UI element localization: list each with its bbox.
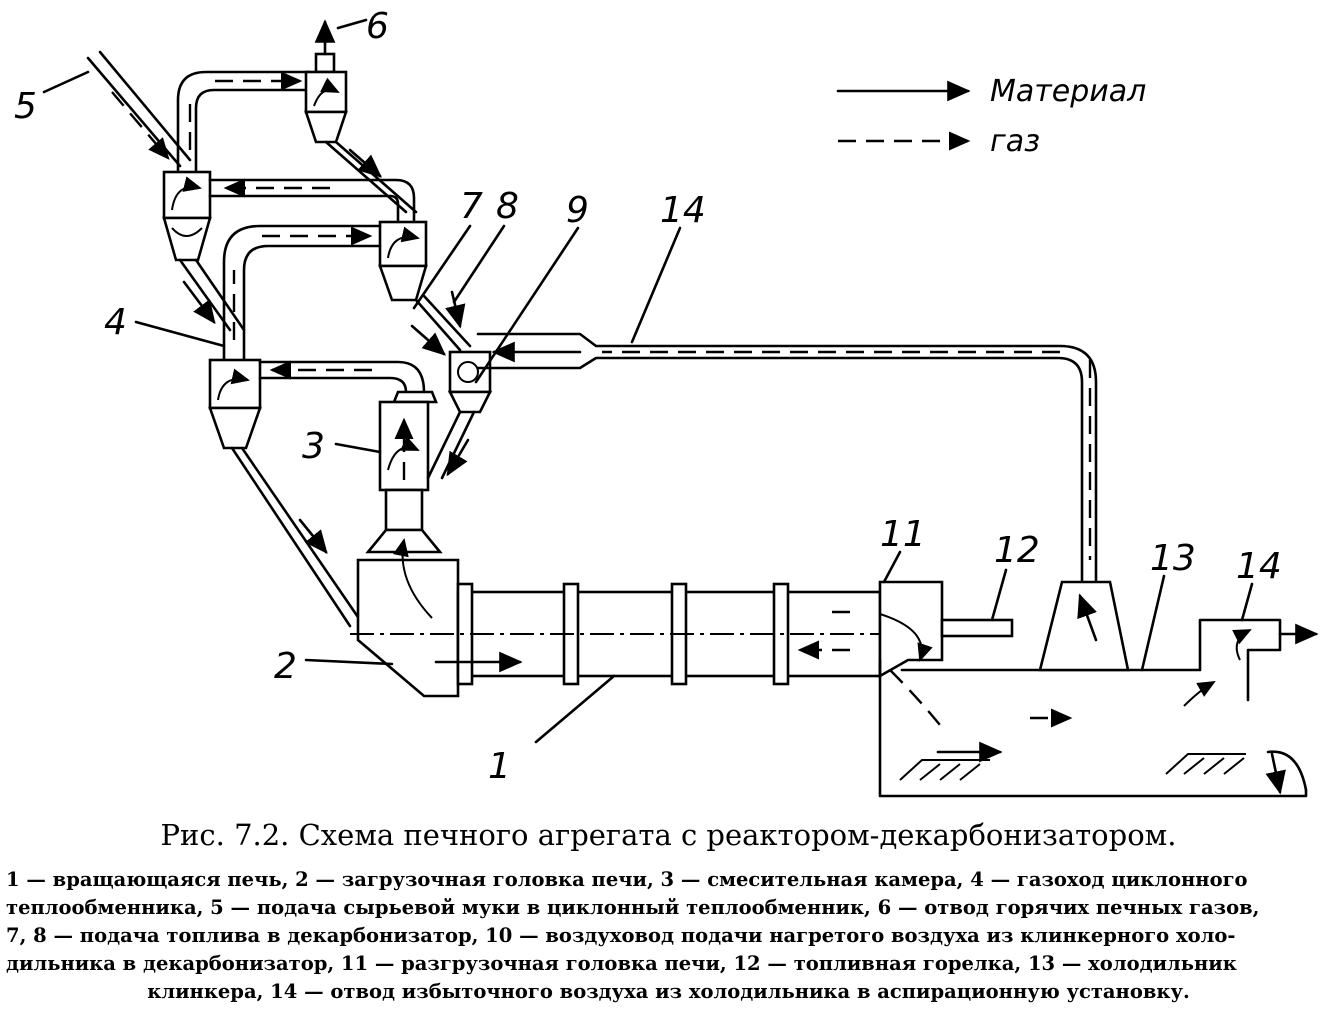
- label-7: 7: [460, 186, 483, 227]
- legend-line-5: клинкера, 14 — отвод избыточного воздуха…: [147, 980, 1190, 1003]
- label-14-top: 14: [660, 190, 706, 231]
- legend-material-label: Материал: [990, 74, 1146, 109]
- raw-meal-feed: [86, 50, 192, 168]
- label-8: 8: [496, 186, 519, 227]
- kiln-inlet-head: [356, 538, 460, 698]
- label-11: 11: [880, 514, 926, 555]
- legend-gas-label: газ: [990, 124, 1040, 159]
- legend-line-4: дильника в декарбонизатор, 11 — разгрузо…: [6, 952, 1237, 975]
- duct-middle: [222, 224, 382, 362]
- label-3: 3: [302, 426, 325, 467]
- legend: Материал газ: [836, 74, 1146, 159]
- legend-line-3: 7, 8 — подача топлива в декарбонизатор, …: [6, 924, 1236, 947]
- label-1: 1: [488, 746, 511, 787]
- decarbonizer: [410, 290, 493, 480]
- label-13: 13: [1150, 538, 1196, 579]
- lower-cyclone: [208, 358, 262, 450]
- duct-upper: [208, 178, 416, 222]
- discharge-head: [878, 580, 1014, 679]
- figure-caption: Рис. 7.2. Схема печного агрегата с реакт…: [160, 818, 1177, 852]
- label-4: 4: [104, 302, 127, 343]
- label-5: 5: [14, 86, 37, 127]
- cyclone-2: [378, 220, 428, 302]
- top-cyclone: [304, 19, 348, 144]
- clinker-cooler: [878, 580, 1319, 798]
- label-14-right: 14: [1236, 546, 1282, 587]
- label-2: 2: [274, 646, 297, 687]
- legend-line-1: 1 — вращающаяся печь, 2 — загрузочная го…: [6, 868, 1248, 891]
- tertiary-air-duct: [476, 332, 1098, 582]
- label-12: 12: [994, 530, 1040, 571]
- top-gas-duct: [176, 70, 312, 172]
- label-9: 9: [566, 190, 589, 231]
- kiln-unit-diagram: Материал газ 6 5: [14, 6, 1319, 798]
- label-6: 6: [366, 6, 389, 47]
- legend-line-2: теплообменника, 5 — подача сырьевой муки…: [6, 896, 1260, 919]
- figure-legend: 1 — вращающаяся печь, 2 — загрузочная го…: [6, 866, 1331, 1006]
- mixing-chamber: [365, 390, 443, 554]
- rotary-kiln: [350, 582, 960, 686]
- upper-left-cyclone: [162, 170, 212, 262]
- duct-lower: [258, 360, 426, 394]
